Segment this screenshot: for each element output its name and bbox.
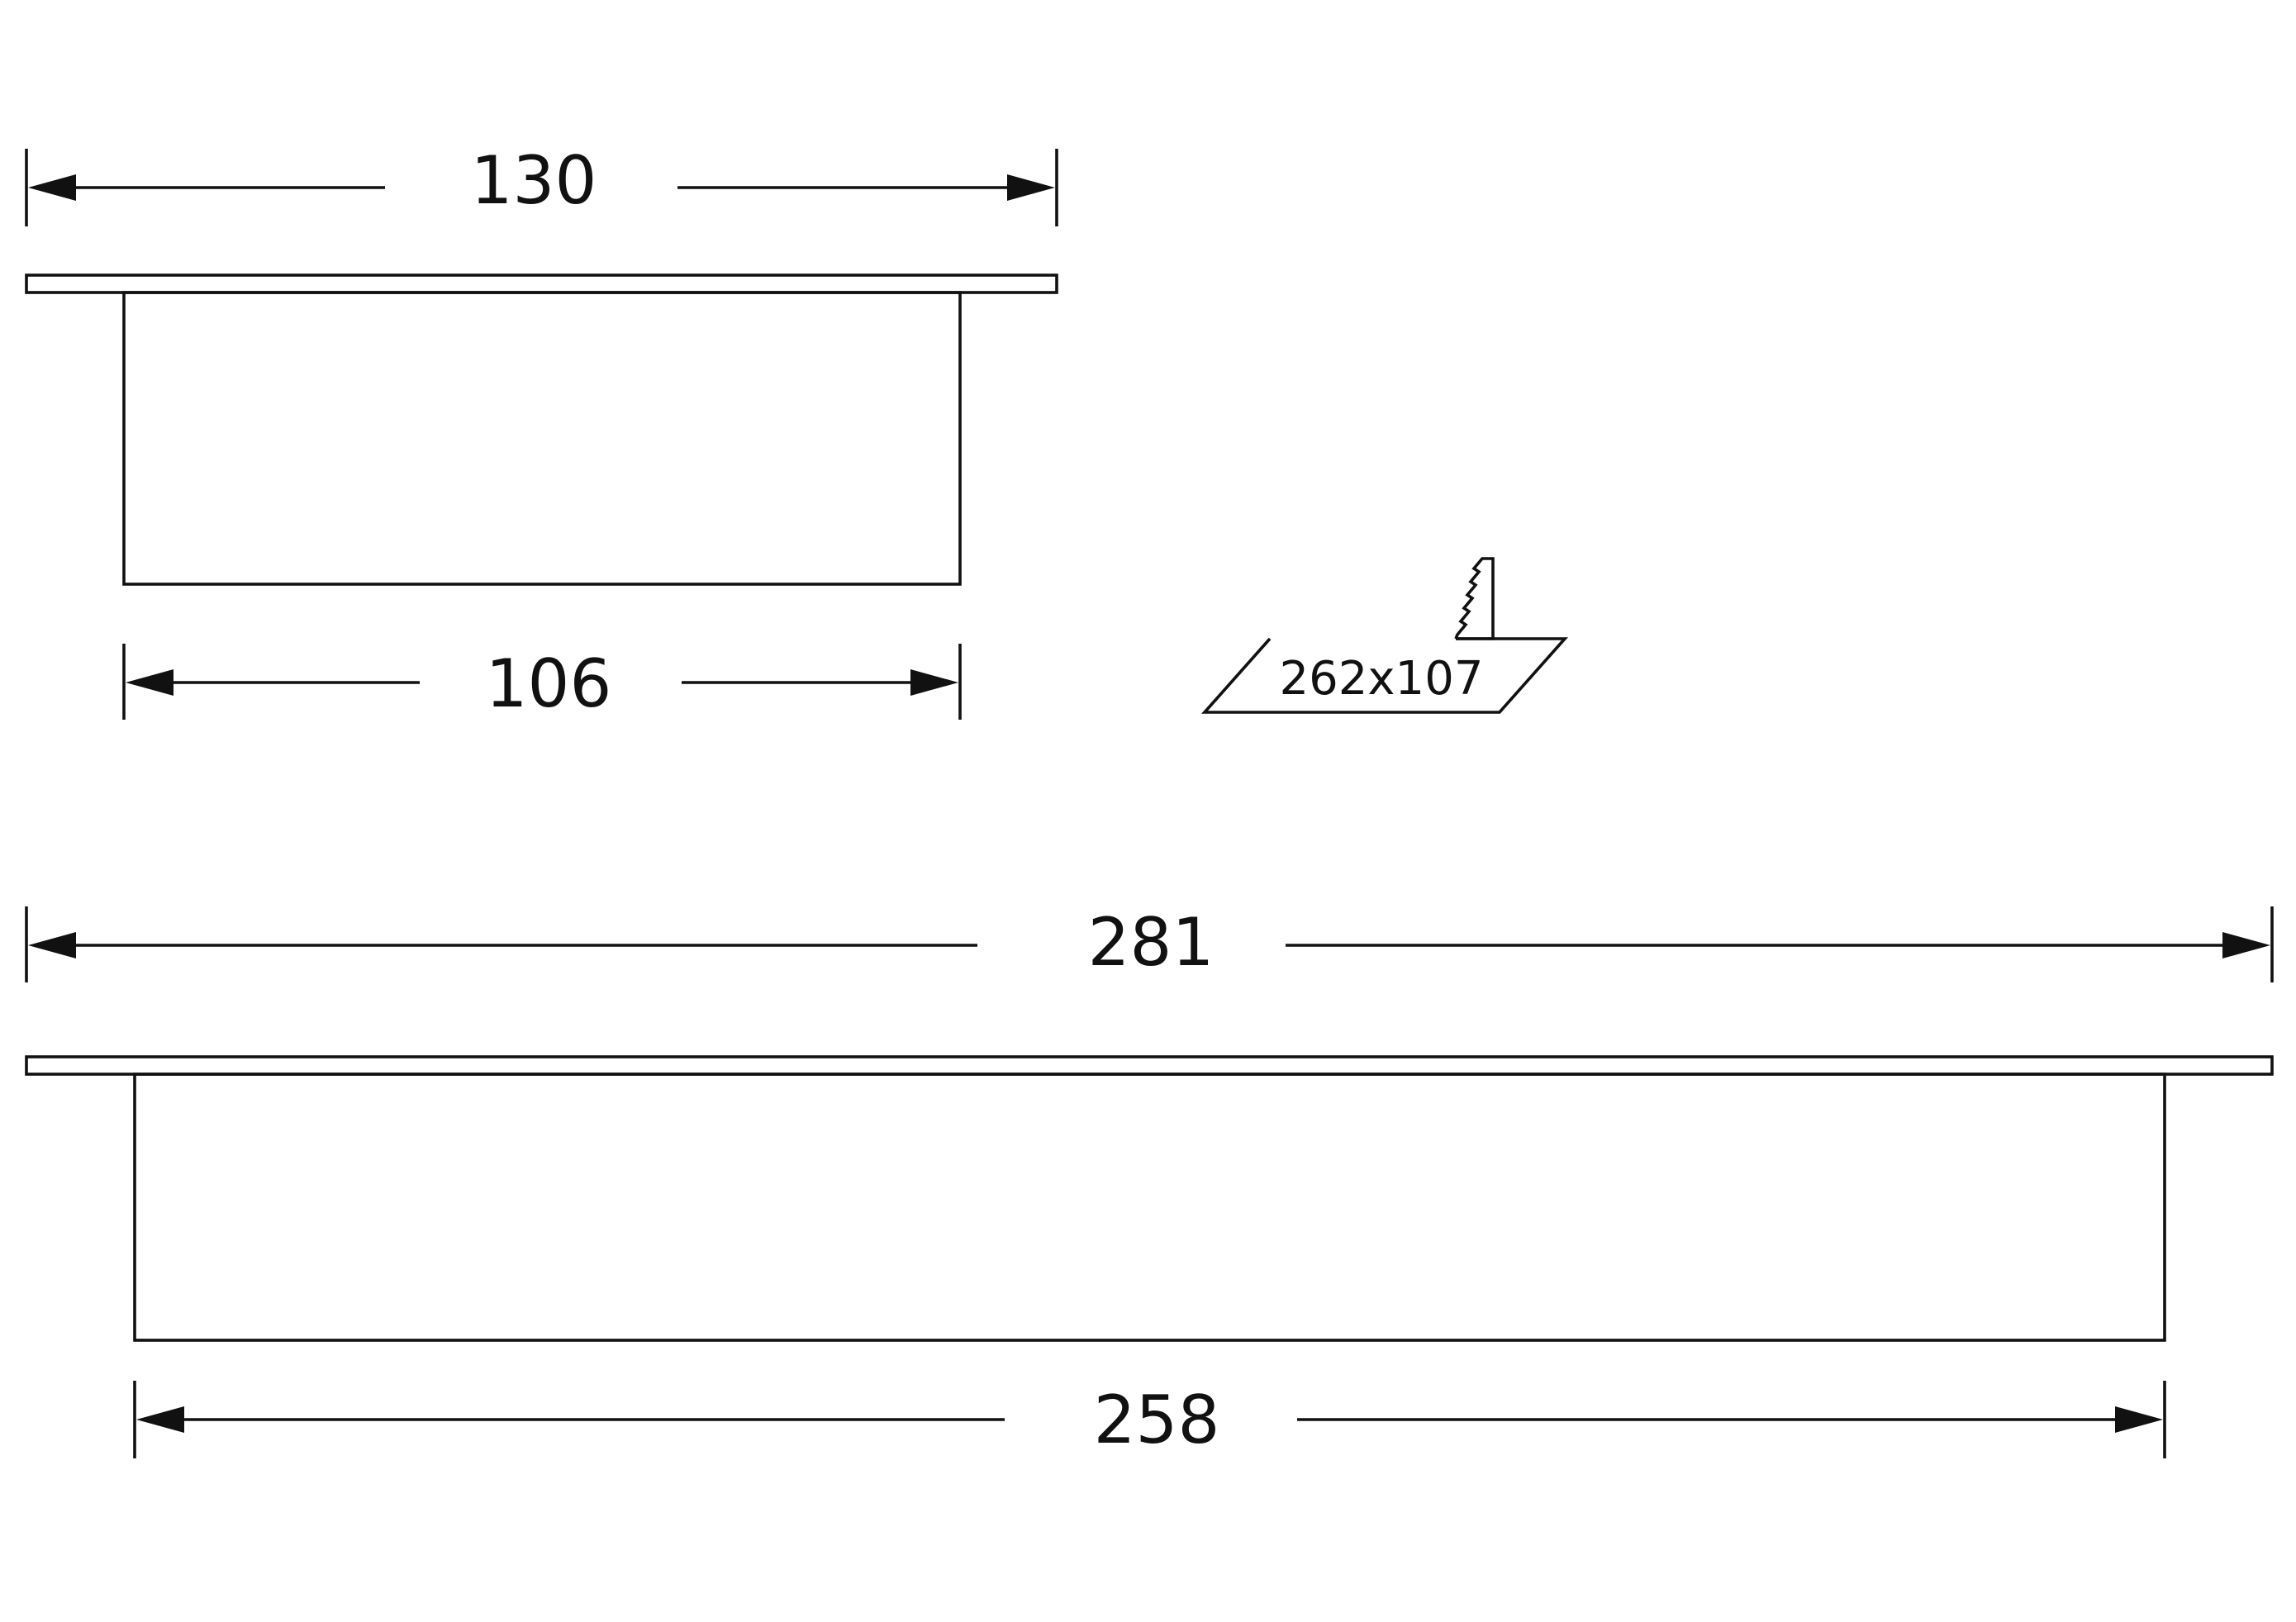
cutout-symbol: 262x107 xyxy=(1200,557,1569,714)
arrowhead-left xyxy=(136,1406,184,1433)
arrowhead-right xyxy=(2222,932,2270,958)
dimension-281: 281 xyxy=(25,904,2274,982)
dimension-258: 258 xyxy=(133,1381,2166,1458)
dimension-106: 106 xyxy=(122,644,962,722)
flange-plate xyxy=(25,274,1058,294)
dimension-label-body-length: 258 xyxy=(1094,1382,1220,1458)
arrowhead-left xyxy=(28,174,76,201)
body-profile xyxy=(122,291,962,586)
arrowhead-left xyxy=(28,932,76,958)
bottom-view: 281 258 xyxy=(25,904,2274,1458)
dimension-130: 130 xyxy=(25,142,1058,226)
cutout-size-label: 262x107 xyxy=(1280,652,1484,706)
body-profile xyxy=(133,1073,2166,1342)
arrowhead-right xyxy=(2115,1406,2163,1433)
flange-plate xyxy=(25,1055,2274,1076)
dimension-label-flange-width: 130 xyxy=(471,142,597,219)
arrowhead-right xyxy=(1007,174,1055,201)
top-view: 130 106 xyxy=(25,142,1058,722)
cutout-surface-outline xyxy=(1200,637,1569,714)
arrowhead-right xyxy=(910,669,958,696)
dimension-label-body-width: 106 xyxy=(486,645,612,722)
jigsaw-cutout-icon xyxy=(1454,557,1495,640)
arrowhead-left xyxy=(126,669,174,696)
dimension-label-flange-length: 281 xyxy=(1088,904,1215,981)
